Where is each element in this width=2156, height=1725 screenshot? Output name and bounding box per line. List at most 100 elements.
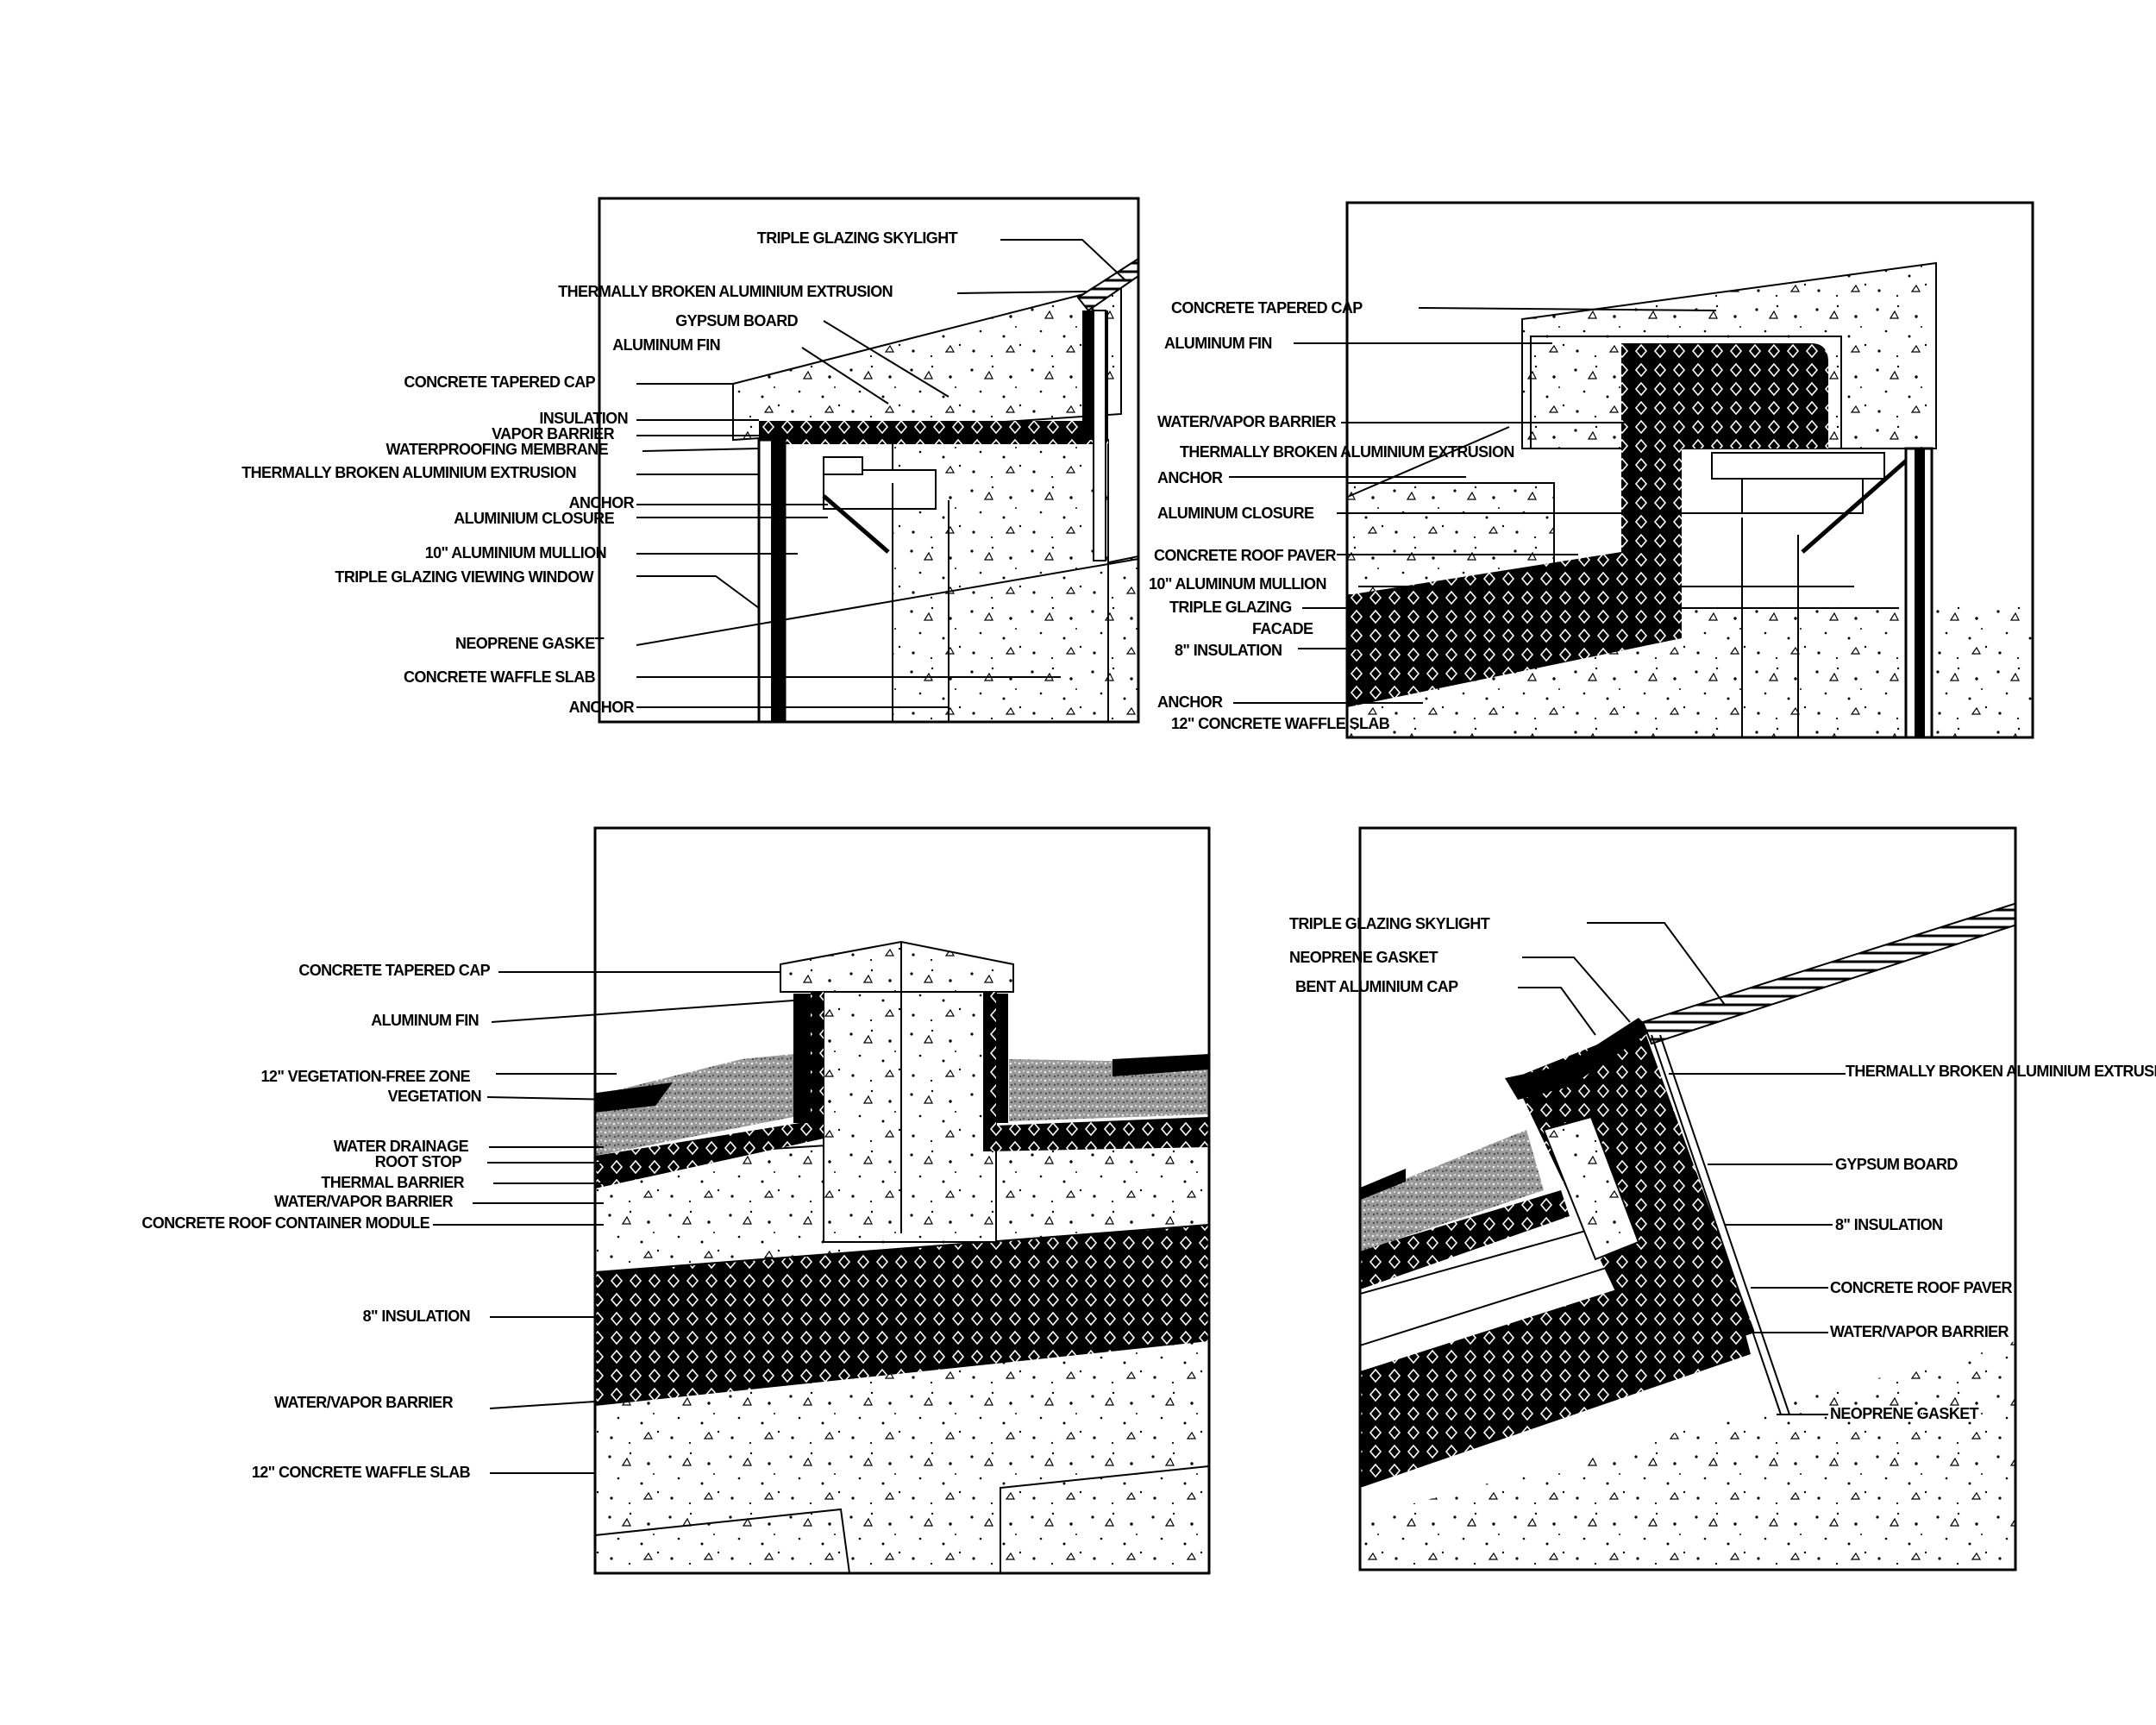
d4-vegetation	[1360, 1130, 1544, 1251]
d2-label-closure: ALUMINUM CLOSURE	[1157, 505, 1314, 522]
d3-slab	[595, 1333, 1209, 1573]
d1-label-mullion: 10" ALUMINIUM MULLION	[425, 544, 606, 561]
d4-label-barrier: WATER/VAPOR BARRIER	[1830, 1323, 2009, 1340]
d3-label-fin: ALUMINUM FIN	[371, 1012, 479, 1029]
d3-label-thermal: THERMAL BARRIER	[321, 1174, 464, 1191]
d4-skylight-glass	[1641, 902, 2015, 1045]
d3-soil-edge-left	[595, 1082, 673, 1113]
d2-label-facade-2: FACADE	[1252, 620, 1313, 637]
d3-label-barrier-top: WATER/VAPOR BARRIER	[274, 1193, 454, 1210]
d3-label-drainage: WATER DRAINAGE	[334, 1138, 469, 1155]
d3-label-zone: 12" VEGETATION-FREE ZONE	[261, 1068, 471, 1085]
d1-label-skylight: TRIPLE GLAZING SKYLIGHT	[757, 229, 958, 247]
d1-leaders	[636, 239, 1139, 708]
d1-cap	[732, 283, 1122, 442]
d4-core-insulation	[1514, 1026, 1755, 1367]
detail-2-drawing	[1347, 261, 2033, 737]
d1-label-slab: CONCRETE WAFFLE SLAB	[404, 668, 596, 686]
detail-1-skylight-window: TRIPLE GLAZING SKYLIGHT THERMALLY BROKEN…	[241, 197, 1140, 724]
d1-closure	[823, 456, 863, 475]
d3-parapet-core	[823, 991, 997, 1243]
d4-frame	[1358, 826, 2017, 1571]
d4-label-insulation: 8" INSULATION	[1835, 1216, 1942, 1233]
d1-label-fin: ALUMINUM FIN	[612, 336, 720, 354]
d3-waffle-rib-2	[1000, 1465, 1209, 1573]
d2-label-barrier: WATER/VAPOR BARRIER	[1157, 413, 1337, 430]
d2-label-slab: 12" CONCRETE WAFFLE SLAB	[1171, 715, 1390, 732]
d1-label-gasket: NEOPRENE GASKET	[455, 635, 605, 652]
d4-leaders	[1518, 922, 1846, 1415]
d1-label-extrusion-low: THERMALLY BROKEN ALUMINIUM EXTRUSION	[241, 464, 576, 481]
d4-label-paver: CONCRETE ROOF PAVER	[1830, 1279, 2013, 1296]
d1-skylight-glass	[1076, 257, 1138, 312]
d4-drainage-band	[1360, 1190, 1570, 1289]
d2-anchor-brace	[1801, 455, 1912, 554]
d1-label-cap: CONCRETE TAPERED CAP	[404, 373, 595, 391]
d1-label-closure: ALUMINIUM CLOSURE	[454, 510, 614, 527]
d4-label-gasket-low: NEOPRENE GASKET	[1830, 1405, 1979, 1422]
d4-core-concrete	[1542, 1115, 1640, 1261]
d4-bent-cap	[1505, 1018, 1651, 1100]
d2-label-facade-1: TRIPLE GLAZING	[1169, 599, 1292, 616]
d2-label-cap: CONCRETE TAPERED CAP	[1171, 299, 1363, 317]
d3-label-module: CONCRETE ROOF CONTAINER MODULE	[141, 1214, 429, 1232]
d4-label-extrusion: THERMALLY BROKEN ALUMINIUM EXTRUSION	[1846, 1063, 2156, 1080]
d2-insulation	[1347, 343, 1828, 707]
d4-label-gasket-top: NEOPRENE GASKET	[1289, 949, 1438, 966]
d1-extrusion	[823, 469, 937, 510]
detail-1-drawing	[732, 257, 1138, 722]
d3-fin-left	[793, 994, 811, 1123]
d3-vegetation-left	[595, 1054, 793, 1156]
d4-label-bent-cap: BENT ALUMINIUM CAP	[1295, 978, 1458, 995]
d2-label-insulation: 8" INSULATION	[1175, 642, 1282, 659]
d2-label-extrusion: THERMALLY BROKEN ALUMINIUM EXTRUSION	[1180, 443, 1514, 461]
d4-gypsum-line-1	[1651, 1034, 1782, 1415]
d3-label-insulation: 8" INSULATION	[363, 1308, 470, 1325]
d2-labels: CONCRETE TAPERED CAP ALUMINUM FIN WATER/…	[1149, 299, 1514, 732]
d2-label-mullion: 10" ALUMINUM MULLION	[1149, 575, 1326, 593]
d3-vegetation-right	[1009, 1059, 1209, 1121]
d3-label-barrier-low: WATER/VAPOR BARRIER	[274, 1394, 454, 1411]
d3-waffle-rib-1	[595, 1508, 850, 1573]
d1-label-vapor: VAPOR BARRIER	[492, 425, 614, 442]
d1-glass	[771, 440, 785, 722]
detail-4-skylight-green-roof: TRIPLE GLAZING SKYLIGHT NEOPRENE GASKET …	[1289, 826, 2156, 1571]
d4-labels: TRIPLE GLAZING SKYLIGHT NEOPRENE GASKET …	[1289, 915, 2156, 1422]
d4-slab	[1360, 1341, 2015, 1570]
d1-label-gypsum: GYPSUM BOARD	[675, 312, 798, 329]
d3-soil-edge-right	[1112, 1054, 1209, 1076]
d2-extrusion	[1711, 452, 1885, 480]
d3-fin-right	[996, 994, 1008, 1123]
d2-label-fin: ALUMINUM FIN	[1164, 335, 1272, 352]
d3-frame	[593, 826, 1211, 1575]
d1-label-window: TRIPLE GLAZING VIEWING WINDOW	[335, 568, 593, 586]
d3-drainage-left	[595, 992, 824, 1189]
d3-label-cap: CONCRETE TAPERED CAP	[298, 962, 490, 979]
d3-labels: CONCRETE TAPERED CAP ALUMINUM FIN 12" VE…	[141, 962, 491, 1481]
d4-soil-edge	[1360, 1169, 1406, 1201]
d1-gypsum	[1093, 310, 1106, 561]
d1-label-anchor-low: ANCHOR	[569, 699, 635, 716]
d3-label-root: ROOT STOP	[375, 1153, 462, 1170]
detail-3-green-roof-parapet: CONCRETE TAPERED CAP ALUMINUM FIN 12" VE…	[141, 826, 1211, 1575]
detail-2-roof-paver-facade: CONCRETE TAPERED CAP ALUMINUM FIN WATER/…	[1149, 201, 2034, 739]
d1-label-anchor-mid: ANCHOR	[569, 494, 635, 511]
detail-4-drawing	[1360, 902, 2015, 1570]
d2-label-anchor-top: ANCHOR	[1157, 469, 1223, 486]
d1-labels: TRIPLE GLAZING SKYLIGHT THERMALLY BROKEN…	[241, 229, 958, 716]
d2-glass	[1915, 448, 1925, 737]
d3-label-slab: 12" CONCRETE WAFFLE SLAB	[252, 1464, 471, 1481]
d1-label-insulation: INSULATION	[539, 410, 628, 427]
d3-leaders	[433, 971, 794, 1474]
d1-insulation-band	[759, 421, 1108, 444]
d2-label-paver: CONCRETE ROOF PAVER	[1154, 547, 1337, 564]
d1-label-membrane: WATERPROOFING MEMBRANE	[386, 441, 609, 458]
d3-insulation	[595, 1225, 1209, 1406]
d2-leaders	[1229, 307, 1897, 704]
d1-label-extrusion-top: THERMALLY BROKEN ALUMINIUM EXTRUSION	[558, 283, 893, 300]
d4-label-gypsum: GYPSUM BOARD	[1835, 1156, 1958, 1173]
d2-label-anchor-low: ANCHOR	[1157, 693, 1223, 711]
d2-frame	[1345, 201, 2034, 739]
d3-cap	[780, 940, 1014, 993]
